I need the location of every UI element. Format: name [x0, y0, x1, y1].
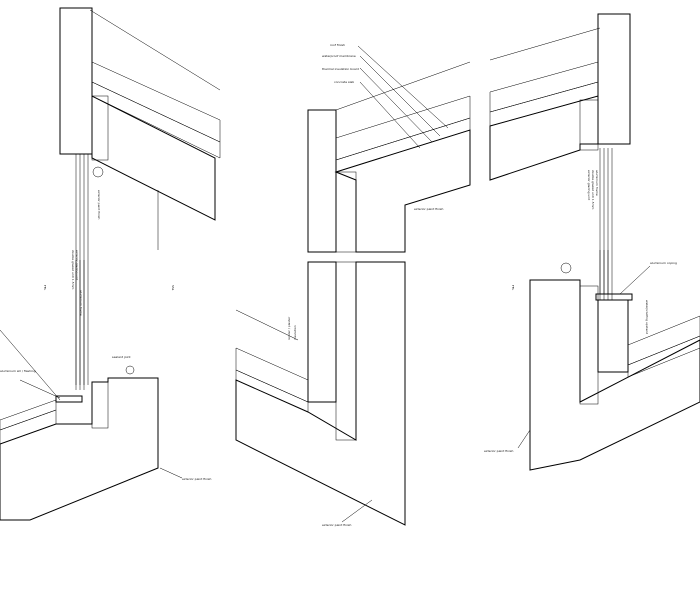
roof-screed: [91, 61, 221, 143]
svg-text:exterior glazing unit: exterior glazing unit: [587, 170, 591, 201]
detail-bottom-middle: render / plaster insulation exterior pai…: [235, 261, 406, 527]
level-mark: FFL: [43, 285, 47, 290]
roof-insulation: [335, 117, 471, 173]
floor-insulation: [235, 369, 309, 413]
floor-screed: [0, 399, 57, 431]
svg-text:aluminium sill / flashing: aluminium sill / flashing: [0, 369, 36, 373]
detail-top-right: exterior glazing unit double glazed unit…: [489, 13, 631, 300]
vertical-labels-top-left: exterior glazing unit double glazed unit…: [71, 190, 101, 316]
upstand-panel: [597, 299, 629, 373]
svg-text:insulation: insulation: [293, 325, 297, 340]
svg-text:exterior paint finish: exterior paint finish: [484, 449, 513, 453]
svg-text:exterior glazing unit: exterior glazing unit: [75, 250, 79, 281]
svg-text:exterior paint finish: exterior paint finish: [322, 523, 351, 527]
aluminium-sill: [55, 395, 83, 403]
wall-concrete: [307, 109, 337, 253]
level-mark: FFL: [511, 285, 515, 290]
svg-text:render / plaster: render / plaster: [287, 316, 291, 340]
svg-text:exterior paint finish: exterior paint finish: [414, 207, 443, 211]
wall-insulation: [579, 99, 599, 151]
level-mark: SSL: [171, 285, 175, 291]
svg-text:thermal insulation board: thermal insulation board: [322, 67, 359, 71]
fixing-marker: [92, 166, 104, 178]
svg-text:exterior paint finish: exterior paint finish: [97, 190, 101, 219]
svg-text:sealant joint: sealant joint: [112, 355, 131, 359]
svg-text:waterproof membrane: waterproof membrane: [322, 54, 356, 58]
svg-text:aluminium coping: aluminium coping: [650, 261, 677, 265]
precast-panel: [597, 13, 631, 145]
fixing-marker: [560, 262, 572, 274]
wall-insulation: [335, 171, 357, 253]
floor-slab: [0, 377, 159, 521]
floor-slab: [235, 261, 406, 526]
vertical-labels-top-right: exterior glazing unit double glazed unit…: [587, 170, 599, 209]
fixing-marker: [125, 365, 135, 375]
svg-text:double glazed unit 1.5mm: double glazed unit 1.5mm: [71, 250, 75, 289]
sill-insulation: [91, 381, 109, 429]
svg-text:aluminium frame: aluminium frame: [595, 170, 599, 196]
detail-bottom-left: aluminium sill / flashing sealant joint …: [0, 260, 211, 521]
roof-insulation: [91, 81, 221, 159]
wall-concrete: [307, 261, 337, 403]
wall-insulation: [335, 261, 357, 441]
precast-panel: [59, 7, 93, 155]
roof-insulation: [627, 335, 700, 378]
detail-bottom-right: aluminium coping waterproofing upstand e…: [484, 250, 700, 471]
aluminium-coping: [595, 293, 633, 301]
upstand-concrete: [529, 279, 700, 471]
roof-slab: [489, 95, 599, 181]
wall-insulation: [579, 285, 599, 405]
roof-screed: [489, 61, 599, 113]
svg-text:roof finish: roof finish: [330, 43, 345, 47]
svg-text:exterior paint finish: exterior paint finish: [182, 477, 211, 481]
roof-slab: [91, 95, 216, 221]
roof-screed: [627, 315, 700, 366]
detail-top-middle: roof finish waterproof membrane thermal …: [307, 43, 471, 253]
svg-text:concrete slab: concrete slab: [334, 80, 354, 84]
svg-text:double glazed unit 1.5mm: double glazed unit 1.5mm: [591, 170, 595, 209]
svg-text:aluminium frame: aluminium frame: [79, 290, 83, 316]
wall-insulation: [91, 95, 109, 161]
detail-top-left: exterior glazing unit double glazed unit…: [43, 7, 221, 385]
roof-insulation: [489, 81, 599, 127]
roof-screed: [335, 95, 471, 161]
callouts-top-middle: roof finish waterproof membrane thermal …: [322, 43, 449, 211]
vertical-labels-bottom-middle: render / plaster insulation: [287, 316, 297, 340]
svg-text:waterproofing upstand: waterproofing upstand: [645, 300, 649, 334]
